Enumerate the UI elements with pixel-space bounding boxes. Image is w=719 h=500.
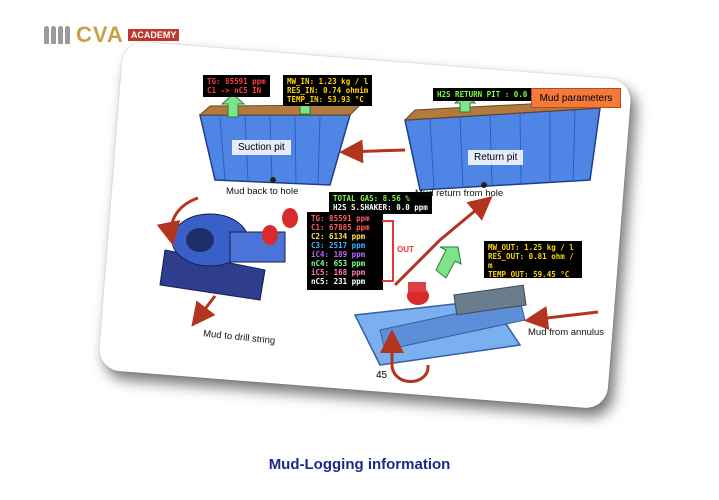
h2s-return: H2S RETURN PIT : 0.0 ppm	[437, 90, 546, 99]
gas-nc5: nC5: 231 ppm	[311, 277, 366, 286]
res-in: RES_IN: 0.74 ohmim	[287, 86, 369, 95]
return-pit-tank	[403, 99, 606, 191]
mw-out: MW_OUT: 1.25 kg / l	[488, 243, 574, 252]
gas-c1: C1: 67885 ppm	[311, 223, 370, 232]
mud-return-label: Mud return from hole	[415, 188, 504, 199]
suction-pit-label: Suction pit	[232, 140, 291, 155]
res-out: RES_OUT: 0.81 ohm / m	[488, 252, 574, 270]
h2s-shaker: H2S S.SHAKER: 0.0 ppm	[333, 203, 428, 212]
shale-shaker	[353, 282, 527, 366]
gas-ic4: iC4: 189 ppm	[311, 250, 366, 259]
total-gas: TOTAL GAS: 8.56 %	[333, 194, 410, 203]
gas-bracket	[382, 220, 394, 282]
temp-in: TEMP_IN: 53.93 °C	[287, 95, 364, 104]
red-flow-arrows	[156, 139, 599, 383]
out-label: OUT	[397, 245, 414, 254]
gas-header-panel: TOTAL GAS: 8.56 % H2S S.SHAKER: 0.0 ppm	[329, 192, 432, 214]
outflow-params-panel: MW_OUT: 1.25 kg / l RES_OUT: 0.81 ohm / …	[484, 241, 582, 279]
mud-parameters-label: Mud parameters	[531, 88, 621, 108]
page-number: 45	[376, 370, 388, 381]
cva-academy-logo: CVA ACADEMY	[44, 22, 180, 47]
suction-tg-line: TG: 85591 ppm	[207, 77, 266, 86]
h2s-return-panel: H2S RETURN PIT : 0.0 ppm	[433, 88, 550, 101]
slide-caption: Mud-Logging information	[268, 456, 451, 473]
return-pit-label: Return pit	[468, 150, 524, 165]
gas-nc4: nC4: 653 ppm	[311, 259, 366, 268]
suction-mud-params-panel: MW_IN: 1.23 kg / l RES_IN: 0.74 ohmim TE…	[283, 75, 373, 106]
suction-range-line: C1 -> nC5 IN	[207, 86, 262, 95]
gas-tg: TG: 85591 ppm	[311, 214, 370, 223]
gas-composition-panel: TG: 85591 ppm C1: 67885 ppm C2: 6134 ppm…	[307, 212, 383, 290]
people-icon	[44, 26, 70, 44]
mw-in: MW_IN: 1.23 kg / l	[287, 77, 369, 86]
mud-back-label: Mud back to hole	[226, 186, 299, 197]
gas-ic5: iC5: 168 ppm	[311, 268, 366, 277]
gas-c2: C2: 6134 ppm	[311, 232, 366, 241]
suction-tg-panel: TG: 85591 ppm C1 -> nC5 IN	[203, 75, 270, 97]
gas-c3: C3: 2517 ppm	[311, 241, 366, 250]
mud-pump	[159, 208, 298, 301]
mud-annulus-label: Mud from annulus	[528, 327, 605, 338]
temp-out: TEMP_OUT: 59.45 °C	[488, 270, 570, 279]
logo-brand: CVA	[76, 22, 124, 47]
logo-sub: ACADEMY	[127, 29, 180, 41]
